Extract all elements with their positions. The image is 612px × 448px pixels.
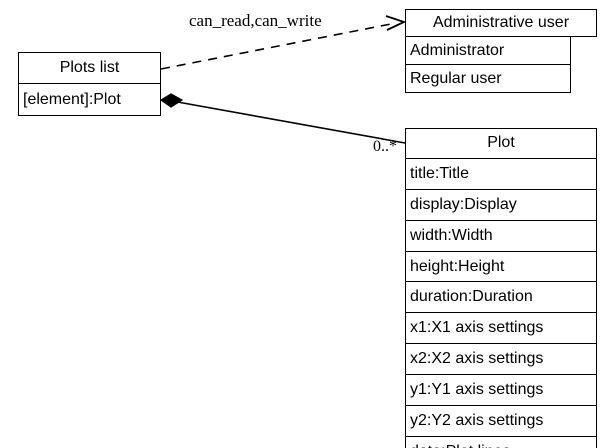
class-box-plots-list[interactable]: Plots list [element]:Plot bbox=[18, 52, 161, 116]
edge-label-permissions: can_read,can_write bbox=[189, 11, 322, 30]
class-attribute-plots-list-0: [element]:Plot bbox=[18, 84, 161, 116]
edge-permissions-arrowhead bbox=[385, 15, 407, 31]
edge-composition-line bbox=[171, 100, 406, 144]
class-box-administrative-user[interactable]: Administrative user Administrator Regula… bbox=[405, 9, 597, 93]
class-attribute-administrative-user-0: Administrator bbox=[405, 37, 571, 65]
edge-composition-diamond bbox=[159, 93, 184, 108]
class-name-plots-list: Plots list bbox=[18, 52, 161, 84]
edge-label-multiplicity: 0..* bbox=[373, 138, 397, 155]
class-attribute-plot-9: data:Plot lines bbox=[405, 436, 597, 448]
class-attribute-administrative-user-1: Regular user bbox=[405, 65, 571, 93]
class-attribute-plot-2: width:Width bbox=[405, 220, 597, 252]
class-attribute-plot-3: height:Height bbox=[405, 251, 597, 283]
class-box-plot[interactable]: Plot title:Title display:Display width:W… bbox=[405, 128, 597, 448]
class-name-administrative-user: Administrative user bbox=[405, 9, 597, 37]
class-attribute-plot-5: x1:X1 axis settings bbox=[405, 313, 597, 345]
class-attribute-plot-8: y2:Y2 axis settings bbox=[405, 406, 597, 437]
class-attribute-plot-1: display:Display bbox=[405, 189, 597, 221]
class-name-plot: Plot bbox=[405, 128, 597, 159]
class-attribute-plot-4: duration:Duration bbox=[405, 282, 597, 314]
class-attribute-plot-6: x2:X2 axis settings bbox=[405, 344, 597, 376]
class-attribute-plot-0: title:Title bbox=[405, 158, 597, 190]
class-attribute-plot-7: y1:Y1 axis settings bbox=[405, 375, 597, 407]
